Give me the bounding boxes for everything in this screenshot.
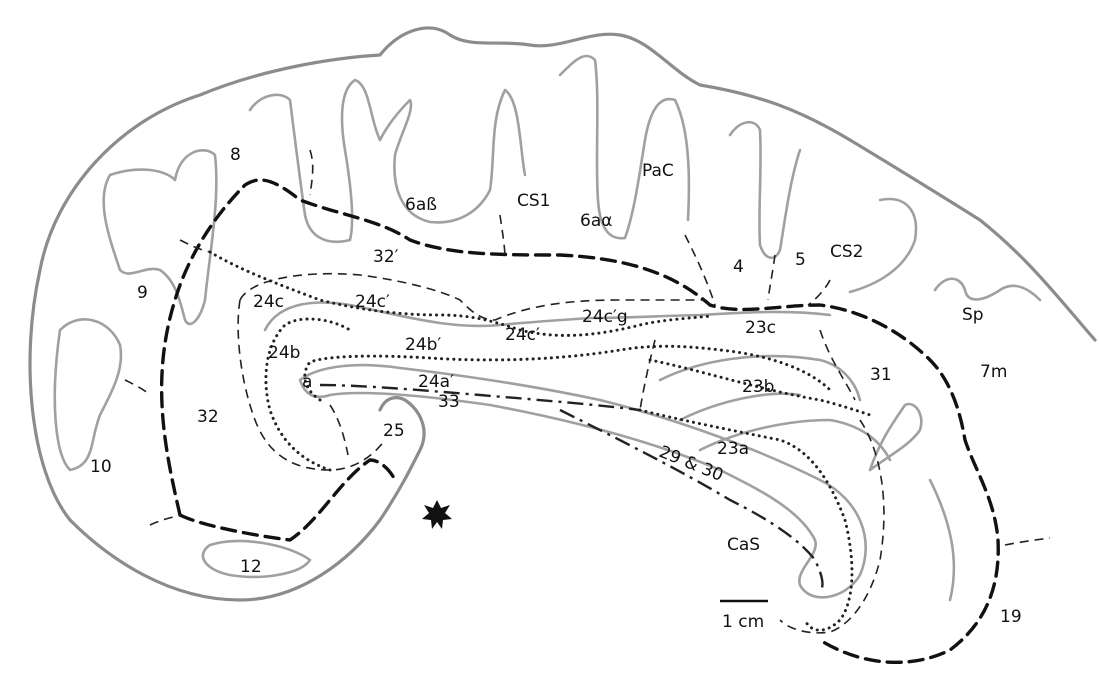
area-label-24b: 24b: [268, 343, 300, 363]
boundary-thin-dash: [685, 235, 715, 305]
boundary-thin-dash: [640, 340, 655, 410]
area-label-23c: 23c: [745, 318, 776, 338]
area-label-31: 31: [870, 365, 892, 385]
label-cas: CaS: [727, 535, 760, 555]
area-label-19: 19: [1000, 607, 1022, 627]
boundary-thin-dash: [808, 280, 830, 305]
boundary-thin-dash: [1005, 538, 1050, 545]
callosal-contour: [300, 365, 866, 597]
gyrus-contour: [930, 480, 954, 600]
label-sp: Sp: [962, 305, 984, 325]
boundary-dash-dot: [560, 410, 822, 592]
area-label-8: 8: [230, 145, 241, 165]
boundary-thin-dash: [310, 150, 313, 195]
boundary-thin-dash: [125, 380, 150, 395]
sulcus-contour: [104, 150, 217, 324]
boundary-thin-dash: [500, 215, 505, 255]
area-label-24c-prime-small: 24c′: [505, 325, 540, 345]
area-label-33: 33: [438, 392, 460, 412]
area-label-9: 9: [137, 283, 148, 303]
gyrus-contour: [870, 404, 921, 470]
boundary-heavy-dash: [180, 460, 395, 540]
boundary-thin-dash: [780, 420, 884, 633]
area-label-32: 32: [197, 407, 219, 427]
area-label-29-30: 29 & 30: [656, 442, 726, 486]
area-label-23b: 23b: [742, 377, 774, 397]
area-label-7m: 7m: [980, 362, 1007, 382]
sulcus-contour: [250, 80, 525, 242]
sulcus-contour: [55, 319, 121, 470]
area-label-32prime: 32′: [373, 247, 399, 267]
area-label-6ab: 6aß: [405, 195, 437, 215]
area-label-10: 10: [90, 457, 112, 477]
sulcus-contour: [935, 279, 1040, 300]
asterisk-star-icon: [422, 500, 452, 529]
boundary-dotted: [210, 252, 712, 335]
gyrus-contour: [680, 394, 800, 420]
boundary-thin-dash: [150, 515, 180, 525]
area-label-12: 12: [240, 557, 262, 577]
label-cs1: CS1: [517, 191, 550, 211]
area-label-24c-prime: 24c′: [355, 292, 390, 312]
area-label-24b-prime: 24b′: [405, 335, 441, 355]
boundary-thin-dash: [768, 255, 775, 300]
area-label-5: 5: [795, 250, 806, 270]
boundary-thin-dash: [820, 330, 855, 400]
area-label-23a: 23a: [717, 439, 749, 459]
area-label-24c: 24c: [253, 292, 284, 312]
brain-outline: [30, 28, 1095, 520]
area-label-4: 4: [733, 257, 744, 277]
area-label-a: a: [302, 372, 312, 392]
area-label-6aa: 6aα: [580, 211, 612, 231]
area-label-25: 25: [383, 421, 405, 441]
area-label-24c-prime-g: 24c′g: [582, 307, 628, 327]
scale-label: 1 cm: [722, 612, 764, 632]
label-pac: PaC: [642, 161, 674, 181]
area-label-24a-prime: 24a′: [418, 372, 454, 392]
boundary-thin-dash: [330, 405, 348, 455]
label-cs2: CS2: [830, 242, 863, 262]
sulcus-contour: [730, 122, 800, 258]
